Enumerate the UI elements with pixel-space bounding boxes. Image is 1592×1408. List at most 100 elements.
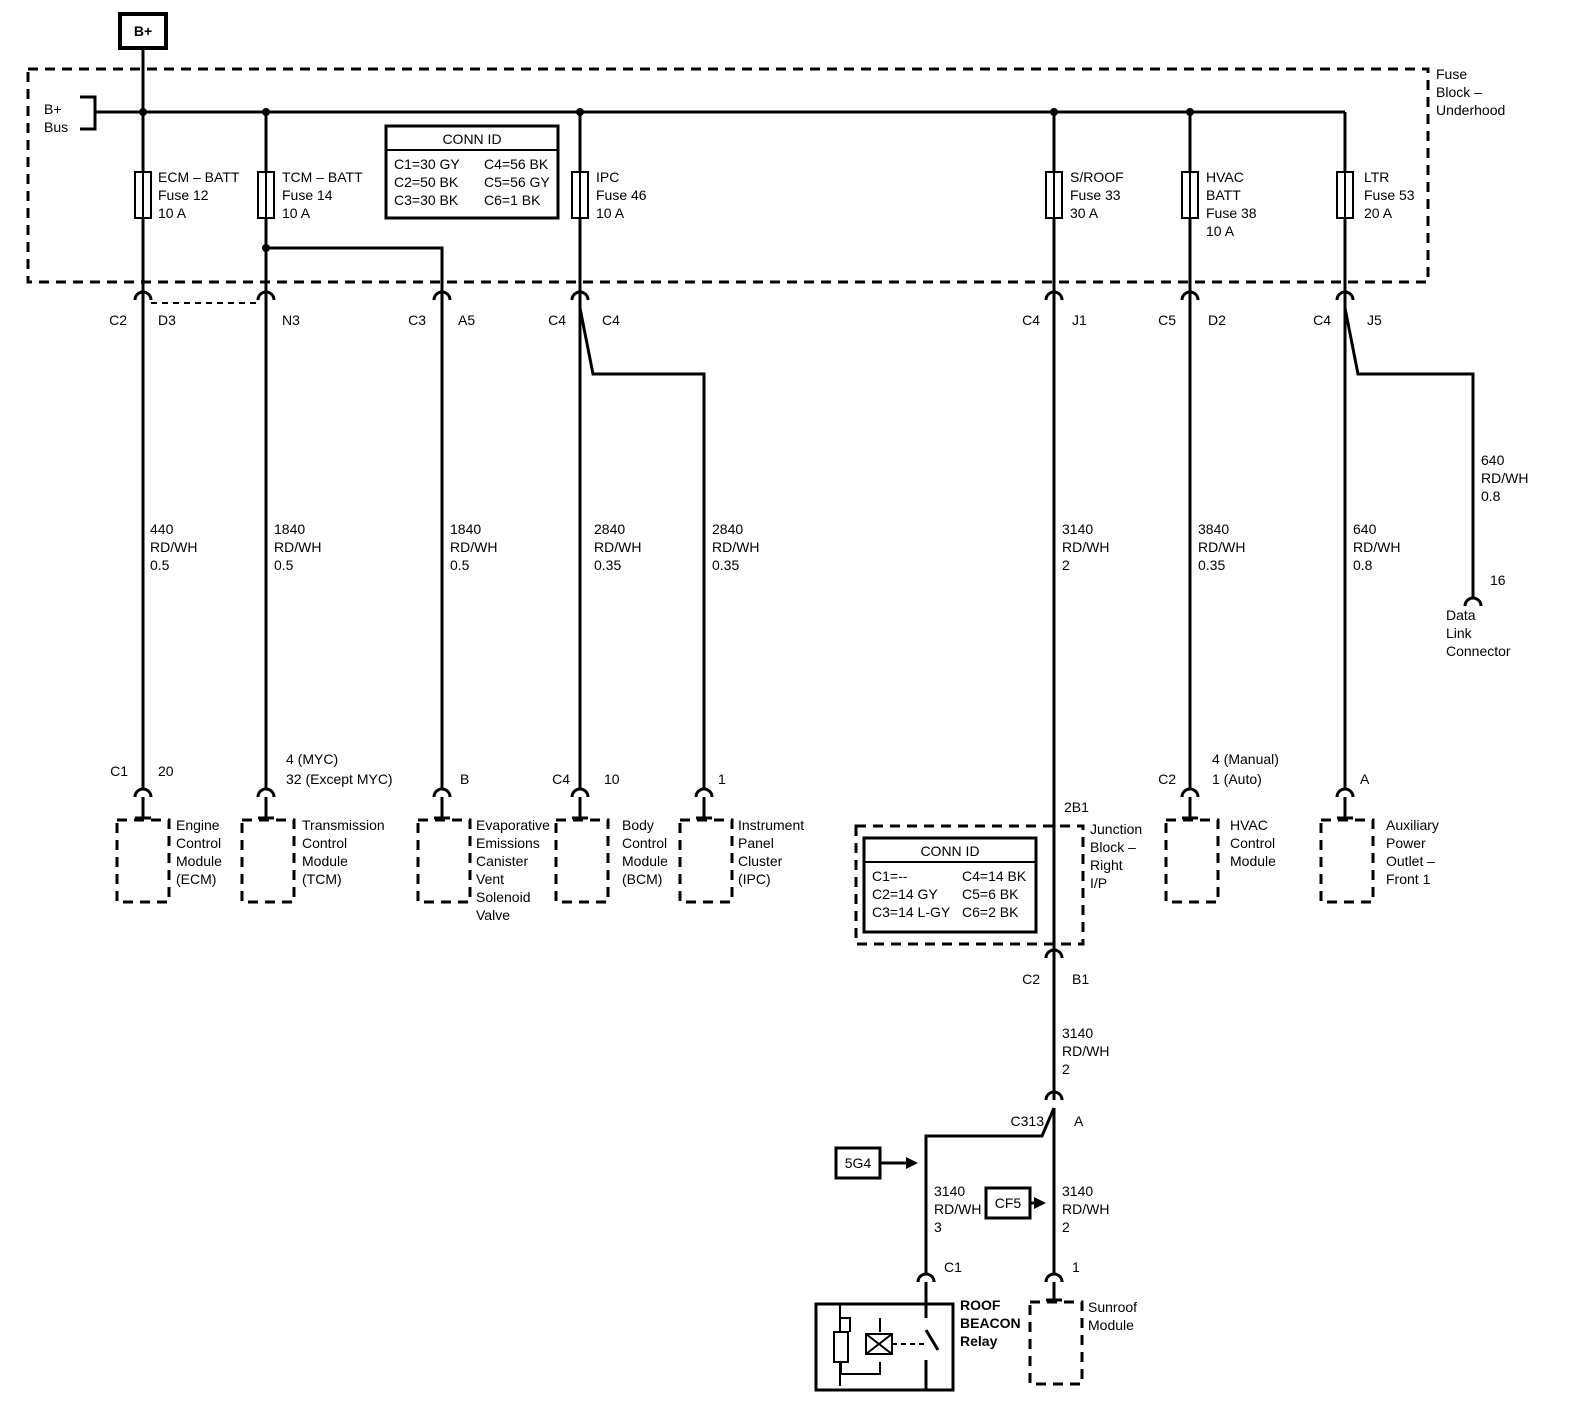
svg-text:Instrument: Instrument xyxy=(738,817,804,833)
svg-text:C3=14 L-GY: C3=14 L-GY xyxy=(872,904,951,920)
svg-text:J5: J5 xyxy=(1367,312,1382,328)
svg-text:2: 2 xyxy=(1062,1219,1070,1235)
junction-block-right-ip: 2B1 Junction Block – Right I/P CONN ID C… xyxy=(854,799,1142,987)
module-tcm: 4 (MYC) 32 (Except MYC) Transmission Con… xyxy=(240,751,393,904)
svg-text:440: 440 xyxy=(150,521,174,537)
svg-text:1840: 1840 xyxy=(450,521,481,537)
svg-text:C4: C4 xyxy=(602,312,620,328)
fuse-block-title-2: Block – xyxy=(1436,84,1482,100)
svg-text:CF5: CF5 xyxy=(995,1195,1022,1211)
svg-text:(BCM): (BCM) xyxy=(622,871,662,887)
svg-text:1: 1 xyxy=(1072,1259,1080,1275)
svg-text:Control: Control xyxy=(1230,835,1275,851)
svg-text:Fuse 33: Fuse 33 xyxy=(1070,187,1121,203)
conn-id-table-top: CONN ID C1=30 GY C2=50 BK C3=30 BK C4=56… xyxy=(384,124,560,220)
svg-text:0.35: 0.35 xyxy=(712,557,739,573)
module-evap-solenoid: B Evaporative Emissions Canister Vent So… xyxy=(416,771,550,923)
fuse-ecm-batt: ECM – BATT Fuse 12 10 A xyxy=(134,112,240,300)
svg-text:10 A: 10 A xyxy=(596,205,625,221)
svg-text:C5=6 BK: C5=6 BK xyxy=(962,886,1019,902)
svg-text:Fuse 46: Fuse 46 xyxy=(596,187,647,203)
svg-text:Valve: Valve xyxy=(476,907,510,923)
bus-label-1: B+ xyxy=(44,101,62,117)
svg-text:HVAC: HVAC xyxy=(1206,169,1244,185)
svg-text:RD/WH: RD/WH xyxy=(934,1201,981,1217)
svg-text:640: 640 xyxy=(1353,521,1377,537)
svg-text:C4: C4 xyxy=(1313,312,1331,328)
data-link-connector: 16 Data Link Connector xyxy=(1446,572,1511,659)
module-ecm: C1 20 Engine Control Module (ECM) xyxy=(110,763,222,904)
svg-text:ROOF: ROOF xyxy=(960,1297,1001,1313)
fuse-block-title-3: Underhood xyxy=(1436,102,1505,118)
connector-c4-c4: C4 C4 xyxy=(548,290,620,328)
svg-text:C4: C4 xyxy=(552,771,570,787)
svg-text:Fuse 53: Fuse 53 xyxy=(1364,187,1415,203)
svg-text:0.8: 0.8 xyxy=(1353,557,1373,573)
svg-text:Link: Link xyxy=(1446,625,1473,641)
wire-label-3840-hvac: 3840 RD/WH 0.35 xyxy=(1198,521,1245,573)
svg-text:RD/WH: RD/WH xyxy=(1481,470,1528,486)
svg-text:(ECM): (ECM) xyxy=(176,871,216,887)
svg-text:30 A: 30 A xyxy=(1070,205,1099,221)
ref-5g4: 5G4 xyxy=(834,1146,918,1180)
fuse-ipc: IPC Fuse 46 10 A xyxy=(571,112,647,300)
svg-text:2: 2 xyxy=(1062,1061,1070,1077)
svg-text:Junction: Junction xyxy=(1090,821,1142,837)
svg-text:10 A: 10 A xyxy=(282,205,311,221)
svg-text:Sunroof: Sunroof xyxy=(1088,1299,1137,1315)
svg-text:2840: 2840 xyxy=(712,521,743,537)
svg-text:3140: 3140 xyxy=(934,1183,965,1199)
svg-text:CONN ID: CONN ID xyxy=(442,131,501,147)
svg-text:ECM – BATT: ECM – BATT xyxy=(158,169,240,185)
svg-text:3140: 3140 xyxy=(1062,1183,1093,1199)
svg-text:B1: B1 xyxy=(1072,971,1089,987)
svg-text:1: 1 xyxy=(718,771,726,787)
fuse-hvac-batt: HVAC BATT Fuse 38 10 A xyxy=(1181,112,1257,300)
wire-label-3140-sroof: 3140 RD/WH 2 xyxy=(1062,521,1109,573)
svg-text:S/ROOF: S/ROOF xyxy=(1070,169,1124,185)
svg-text:RD/WH: RD/WH xyxy=(1062,1043,1109,1059)
svg-text:Outlet –: Outlet – xyxy=(1386,853,1435,869)
svg-text:Fuse 12: Fuse 12 xyxy=(158,187,209,203)
svg-text:I/P: I/P xyxy=(1090,875,1107,891)
svg-text:D3: D3 xyxy=(158,312,176,328)
svg-text:0.5: 0.5 xyxy=(274,557,294,573)
svg-text:Control: Control xyxy=(176,835,221,851)
svg-text:Fuse 14: Fuse 14 xyxy=(282,187,333,203)
svg-text:RD/WH: RD/WH xyxy=(594,539,641,555)
svg-text:(TCM): (TCM) xyxy=(302,871,342,887)
svg-text:Panel: Panel xyxy=(738,835,774,851)
connector-c5-d2: C5 D2 xyxy=(1158,290,1226,328)
svg-text:RD/WH: RD/WH xyxy=(450,539,497,555)
fuse-tcm-batt: TCM – BATT Fuse 14 10 A xyxy=(257,112,444,300)
svg-text:CONN ID: CONN ID xyxy=(920,843,979,859)
fuse-ltr: LTR Fuse 53 20 A xyxy=(1336,112,1415,300)
svg-text:J1: J1 xyxy=(1072,312,1087,328)
svg-text:2840: 2840 xyxy=(594,521,625,537)
svg-text:4 (Manual): 4 (Manual) xyxy=(1212,751,1279,767)
wire-label-3140-sunroof: 3140 RD/WH 2 xyxy=(1062,1183,1109,1235)
svg-text:2: 2 xyxy=(1062,557,1070,573)
svg-text:Auxiliary: Auxiliary xyxy=(1386,817,1439,833)
svg-text:Canister: Canister xyxy=(476,853,528,869)
svg-text:C3=30 BK: C3=30 BK xyxy=(394,192,459,208)
svg-text:3140: 3140 xyxy=(1062,521,1093,537)
svg-text:Block –: Block – xyxy=(1090,839,1136,855)
svg-text:3: 3 xyxy=(934,1219,942,1235)
wire-label-440: 440 RD/WH 0.5 xyxy=(150,521,197,573)
svg-text:C313: C313 xyxy=(1011,1113,1045,1129)
svg-text:1 (Auto): 1 (Auto) xyxy=(1212,771,1262,787)
svg-text:Control: Control xyxy=(302,835,347,851)
module-ipc: 1 Instrument Panel Cluster (IPC) xyxy=(678,771,804,904)
fuse-block-title-1: Fuse xyxy=(1436,66,1467,82)
svg-text:10 A: 10 A xyxy=(158,205,187,221)
svg-text:Module: Module xyxy=(302,853,348,869)
svg-text:0.5: 0.5 xyxy=(450,557,470,573)
svg-text:C4: C4 xyxy=(1022,312,1040,328)
svg-text:RD/WH: RD/WH xyxy=(1062,539,1109,555)
svg-text:LTR: LTR xyxy=(1364,169,1389,185)
svg-text:IPC: IPC xyxy=(596,169,619,185)
svg-text:D2: D2 xyxy=(1208,312,1226,328)
svg-text:10: 10 xyxy=(604,771,620,787)
